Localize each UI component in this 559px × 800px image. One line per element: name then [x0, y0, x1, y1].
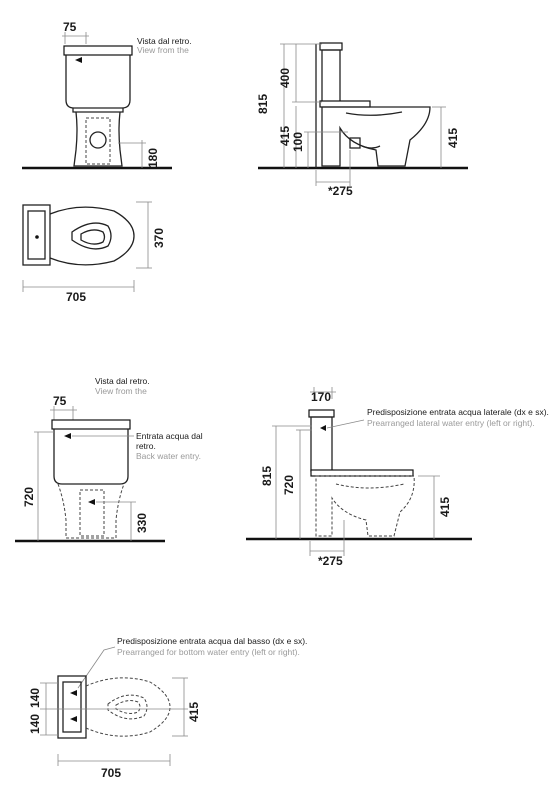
s2-back-entry-marker	[64, 433, 71, 439]
s2-side-view: 170 Predisposizione entrata acqua latera…	[246, 387, 549, 568]
s2-top-dim-offset-a: 140	[28, 688, 42, 708]
s2-back-tank-lid	[51, 419, 131, 430]
s1-top-tank	[22, 204, 51, 266]
s1-side-dim-tank: 400	[278, 68, 292, 88]
s2-back-entry-it-2: retro.	[136, 441, 156, 451]
s2-back-entry-it: Entrata acqua dal	[136, 431, 203, 441]
s1-side-seat	[319, 100, 371, 108]
s1-back-bowl	[73, 111, 123, 167]
s2-side-dim-seat: 415	[438, 497, 452, 517]
s2-back-tank	[53, 429, 129, 485]
s2-top-view: Predisposizione entrata acqua dal basso …	[28, 636, 307, 780]
s2-side-lateral-it: Predisposizione entrata acqua laterale (…	[367, 407, 549, 417]
s1-top-view: 370 705	[22, 201, 166, 304]
s1-side-dim-outlet: 100	[291, 132, 305, 152]
s1-side-dim-seat-right: 415	[446, 128, 460, 148]
s2-top-dim-width: 415	[187, 702, 201, 722]
s2-side-dim-wall: *275	[318, 554, 343, 568]
s1-back-tank	[65, 55, 131, 109]
s2-side-seat	[310, 469, 414, 477]
s1-back-view: 75 Vista dal retro. View from the 180	[22, 20, 192, 170]
s2-side-bowl	[315, 475, 415, 537]
s1-top-dim-length: 705	[66, 290, 86, 304]
s2-back-dim-tank-height: 720	[22, 487, 36, 507]
s1-side-bowl	[321, 106, 431, 167]
s1-side-dim-total: 815	[256, 94, 270, 114]
s2-back-entry-en: Back water entry.	[136, 451, 201, 461]
s2-top-bottom-en: Prearranged for bottom water entry (left…	[117, 647, 300, 657]
s2-top-bottom-it: Predisposizione entrata acqua dal basso …	[117, 636, 307, 646]
s2-side-tank	[310, 416, 333, 472]
s1-side-view: 815 400 415 100 415 *275	[256, 42, 468, 198]
s2-back-label-it: Vista dal retro.	[95, 376, 150, 386]
s2-back-view: Vista dal retro. View from the 75 Entrat…	[15, 376, 203, 543]
s2-side-dim-tank-width: 170	[311, 390, 331, 404]
s1-back-label-it: Vista dal retro.	[137, 36, 192, 46]
s1-back-dim-height: 180	[146, 148, 160, 168]
s2-back-dim-tank-offset: 75	[53, 394, 67, 408]
s1-side-dim-seat: 415	[278, 126, 292, 146]
s2-top-dim-offset-b: 140	[28, 714, 42, 734]
s2-top-bowl	[85, 677, 171, 737]
s1-back-label-en: View from the	[137, 45, 189, 55]
s1-back-dim-tank-offset: 75	[63, 20, 77, 34]
s2-top-tank	[57, 675, 87, 739]
s1-top-bowl	[49, 206, 135, 266]
s2-side-lateral-en: Prearranged lateral water entry (left or…	[367, 418, 535, 428]
s2-top-dim-length: 705	[101, 766, 121, 780]
s2-side-dim-total: 815	[260, 466, 274, 486]
s2-back-dim-entry-height: 330	[135, 513, 149, 533]
s2-side-dim-tank: 720	[282, 475, 296, 495]
s1-back-water-entry-marker	[75, 57, 82, 63]
s1-top-dim-width: 370	[152, 228, 166, 248]
s1-side-tank	[321, 49, 341, 103]
s2-back-label-en: View from the	[95, 386, 147, 396]
s1-back-tank-lid	[63, 45, 133, 56]
s2-back-bowl	[57, 483, 125, 539]
s1-side-dim-wall: *275	[328, 184, 353, 198]
